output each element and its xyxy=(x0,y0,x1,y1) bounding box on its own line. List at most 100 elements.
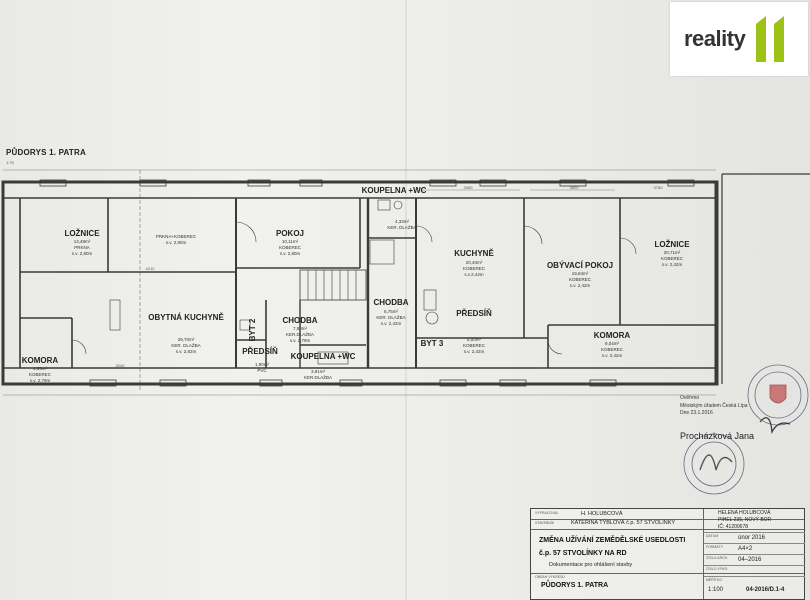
certification-name: Procházková Jana xyxy=(680,430,755,441)
svg-text:3820: 3820 xyxy=(570,185,580,190)
date-value: únor 2016 xyxy=(738,535,766,541)
label-byt-2: BYT 2 xyxy=(248,318,257,341)
format-label: FORMÁTY xyxy=(706,545,724,549)
svg-text:20,71m²: 20,71m² xyxy=(664,250,681,255)
svg-text:KER. DLAŽBA: KER. DLAŽBA xyxy=(171,341,200,348)
svg-text:KUCHYNĚ: KUCHYNĚ xyxy=(454,249,494,258)
svg-text:KOMORA: KOMORA xyxy=(22,356,59,365)
svg-text:6,00m²: 6,00m² xyxy=(467,337,482,342)
room-koupelna-2: KOUPELNA +WC 3,91m² KER.DLAŽBA xyxy=(291,352,356,380)
author-stamp xyxy=(683,433,745,495)
svg-text:CHODBA: CHODBA xyxy=(282,316,317,325)
room-loznice-2: LOŽNICE 20,71m² KOBEREC s.v. 2,42m xyxy=(654,240,690,267)
drawing-no-label: ČÍSLO VÝKR. xyxy=(706,567,728,571)
svg-text:s.v.2,42m: s.v.2,42m xyxy=(464,272,483,277)
svg-text:s.v. 2,79m: s.v. 2,79m xyxy=(30,378,51,383)
room-predsin-1: PŘEDSÍŇ 1,90m² PVC xyxy=(242,347,278,373)
archive-value: 04–2016 xyxy=(738,557,762,563)
project-note: Dokumentace pro ohlášení stavby xyxy=(549,562,633,568)
svg-text:KOMORA: KOMORA xyxy=(594,331,631,340)
certification-authority: Městským úřadem Česká Lípa xyxy=(680,402,748,409)
svg-text:10,11m²: 10,11m² xyxy=(282,239,299,244)
svg-text:6,75m²: 6,75m² xyxy=(384,309,399,314)
svg-text:LOŽNICE: LOŽNICE xyxy=(654,240,690,249)
signature xyxy=(759,417,791,435)
author-address: PIHEL 235, NOVÝ BOR xyxy=(718,517,772,523)
svg-text:POKOJ: POKOJ xyxy=(276,229,304,238)
svg-text:PŘEDSÍŇ: PŘEDSÍŇ xyxy=(242,347,278,356)
svg-text:29,70m²: 29,70m² xyxy=(178,337,195,342)
svg-text:BYT 2: BYT 2 xyxy=(248,318,257,341)
svg-text:s.v. 2,42m: s.v. 2,42m xyxy=(570,283,591,288)
svg-text:KER.DLAŽBA: KER.DLAŽBA xyxy=(304,373,332,380)
svg-text:KOBEREC: KOBEREC xyxy=(463,266,486,271)
svg-text:KOBEREC: KOBEREC xyxy=(279,245,302,250)
room-komora-1: KOMORA 4,85m² KOBEREC s.v. 2,79m xyxy=(22,356,59,383)
svg-text:4,33m²: 4,33m² xyxy=(395,219,410,224)
room-kuchyne: KUCHYNĚ 20,40m² KOBEREC s.v.2,42m xyxy=(454,249,494,277)
room-obytna-kuchyne: OBYTNÁ KUCHYNĚ 29,70m² KER. DLAŽBA s.v. … xyxy=(148,313,224,354)
svg-text:PŘEDSÍŇ: PŘEDSÍŇ xyxy=(456,309,492,318)
room-predsin-2: PŘEDSÍŇ 6,00m² KOBEREC s.v. 2,42m xyxy=(456,309,492,354)
scale-value: 1:100 xyxy=(708,587,724,593)
svg-text:3950: 3950 xyxy=(464,185,474,190)
archive-label: ČÍSLO ARCH. xyxy=(706,556,729,560)
svg-text:KOBEREC: KOBEREC xyxy=(463,343,486,348)
label-byt-3: BYT 3 xyxy=(421,339,444,348)
svg-text:s.v. 2,79m: s.v. 2,79m xyxy=(290,338,311,343)
svg-text:9,04m²: 9,04m² xyxy=(605,341,620,346)
svg-text:KOBEREC: KOBEREC xyxy=(29,372,52,377)
client-label: STAVEBNÍK xyxy=(535,521,555,525)
svg-text:BYT 3: BYT 3 xyxy=(421,339,444,348)
svg-text:3750: 3750 xyxy=(654,185,664,190)
svg-text:20,40m²: 20,40m² xyxy=(466,260,483,265)
project-subtitle: č.p. 57 STVOLÍNKY NA RD xyxy=(539,550,627,557)
title-block: VYPRACOVAL H. HOLUBCOVÁ STAVEBNÍK KATEŘI… xyxy=(530,508,805,600)
logo-eleven-icon xyxy=(756,16,784,62)
svg-text:KOBEREC: KOBEREC xyxy=(601,347,624,352)
room-pokoj: POKOJ 10,11m² KOBEREC s.v. 2,80m xyxy=(276,229,304,256)
certification-block: Ověřeno Městským úřadem Česká Lípa Dne 2… xyxy=(680,395,790,443)
svg-text:s.v. 2,42m: s.v. 2,42m xyxy=(381,321,402,326)
certification-date: Dne 23.1.2016 xyxy=(680,410,713,416)
svg-text:PVC: PVC xyxy=(257,368,267,373)
room-koupelna-1: KOUPELNA +WC 4,33m² KER. DLAŽBA xyxy=(362,186,427,230)
client: KATEŘINA TÝBLOVÁ č.p. 57 STVOLÍNKY xyxy=(571,520,676,526)
svg-text:19,84m²: 19,84m² xyxy=(572,271,589,276)
drawing-no: 04-2016/D.1-4 xyxy=(746,587,785,593)
room-komora-2: KOMORA 9,04m² KOBEREC s.v. 2,42m xyxy=(594,331,631,358)
svg-text:OBÝVACÍ POKOJ: OBÝVACÍ POKOJ xyxy=(547,261,613,270)
reality-logo: reality xyxy=(670,2,808,76)
sheet-label: OBSAH VÝKRESU xyxy=(535,575,565,579)
drawn-by-label: VYPRACOVAL xyxy=(535,511,559,515)
svg-text:4210: 4210 xyxy=(146,266,156,271)
svg-text:s.v. 2,82m: s.v. 2,82m xyxy=(176,349,197,354)
svg-text:1,90m²: 1,90m² xyxy=(255,362,270,367)
svg-text:3240: 3240 xyxy=(116,363,126,368)
svg-text:s.v. 2,80m: s.v. 2,80m xyxy=(166,240,187,245)
logo-text: reality xyxy=(684,26,746,51)
svg-text:s.v. 2,80m: s.v. 2,80m xyxy=(72,251,93,256)
svg-text:OBYTNÁ KUCHYNĚ: OBYTNÁ KUCHYNĚ xyxy=(148,313,224,322)
svg-text:s.v. 2,80m: s.v. 2,80m xyxy=(280,251,301,256)
title-block-meta: HELENA HOLUBCOVÁ PIHEL 235, NOVÝ BOR IČ:… xyxy=(703,509,805,599)
svg-text:KER. DLAŽBA: KER. DLAŽBA xyxy=(387,223,416,230)
svg-text:KER.DLAŽBA: KER.DLAŽBA xyxy=(286,330,314,337)
svg-text:PRKNA: PRKNA xyxy=(74,245,90,250)
svg-text:s.v. 2,42m: s.v. 2,42m xyxy=(464,349,485,354)
sheet-title: PŮDORYS 1. PATRA xyxy=(541,582,609,589)
plan-title: PŮDORYS 1. PATRA xyxy=(6,148,86,157)
project-title: ZMĚNA UŽÍVÁNÍ ZEMĚDĚLSKÉ USEDLOSTI xyxy=(539,537,686,544)
svg-text:LOŽNICE: LOŽNICE xyxy=(64,229,100,238)
room-hallway-top: PRKNA+KOBEREC s.v. 2,80m xyxy=(156,234,197,245)
format-value: A4×2 xyxy=(738,546,753,552)
svg-text:PRKNA+KOBEREC: PRKNA+KOBEREC xyxy=(156,234,197,239)
date-label: DATUM xyxy=(706,534,719,538)
svg-text:KOBEREC: KOBEREC xyxy=(569,277,592,282)
svg-text:s.v. 2,42m: s.v. 2,42m xyxy=(602,353,623,358)
svg-text:7,80m²: 7,80m² xyxy=(293,326,308,331)
room-loznice-1: LOŽNICE 13,48m² PRKNA s.v. 2,80m xyxy=(64,229,100,256)
room-obyvaci-pokoj: OBÝVACÍ POKOJ 19,84m² KOBEREC s.v. 2,42m xyxy=(547,261,613,288)
plan-scale-note: 1:75 xyxy=(6,160,14,165)
